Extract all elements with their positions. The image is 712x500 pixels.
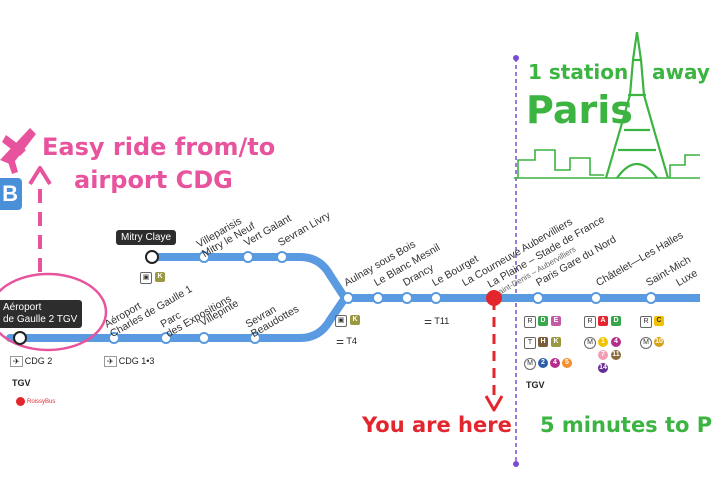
tag-cdg13: ✈CDG 1•3 <box>104 356 154 367</box>
line-k-badge-mitry: K <box>155 272 165 282</box>
tag-cdg13-text: CDG 1•3 <box>118 356 155 366</box>
tag-roissybus-text: RoissyBus <box>27 399 56 406</box>
metro-7-badge: 7 <box>598 350 608 360</box>
station-dot-sevran-livry <box>276 251 288 263</box>
purple-dot-bottom <box>513 461 519 467</box>
metro-11-badge: 11 <box>611 350 621 360</box>
purple-dot-top <box>513 55 519 61</box>
eiffel-tower-icon <box>604 31 670 179</box>
metro-4-badge: 4 <box>550 358 560 368</box>
station-dot-aulnay <box>342 292 354 304</box>
station-dot-blanc-mesnil <box>372 292 384 304</box>
metro-4-badge-chatelet: 4 <box>611 337 621 347</box>
airplane-icon <box>0 128 36 174</box>
line-k-badge-aulnay: K <box>350 315 360 325</box>
station-dot-mitry <box>145 250 159 264</box>
tag-t4-text: T4 <box>346 336 357 346</box>
station-dot-cdg1 <box>108 332 120 344</box>
tag-roissybus: RoissyBus <box>16 397 55 406</box>
station-dot-gdn <box>532 292 544 304</box>
station-dot-vert-galant <box>242 251 254 263</box>
tram-icon-t4: ⚌ <box>336 336 345 346</box>
station-dot-villeparisis <box>198 251 210 263</box>
station-cdg2-line2: de Gaulle 2 TGV <box>3 314 78 325</box>
line-c-badge: C <box>654 316 664 326</box>
transilien-icon: T <box>524 337 536 349</box>
train-icon-2: ✈ <box>104 356 117 367</box>
line-k-badge-gdn: K <box>551 337 561 347</box>
metro-10-badge: 10 <box>654 337 664 347</box>
metro-5-badge: 5 <box>562 358 572 368</box>
red-arrow-head <box>484 395 504 412</box>
tram-icon-t11: ⚌ <box>424 316 433 326</box>
rer-line-cdg-branch <box>6 294 349 342</box>
tag-t11: ⚌ T11 <box>424 316 449 327</box>
you-are-here: You are here <box>362 413 512 437</box>
metro-1-badge: 1 <box>598 337 608 347</box>
station-dot-parc <box>160 332 172 344</box>
tag-tgv-right: TGV <box>526 380 545 390</box>
station-cdg2-line1: Aéroport <box>3 302 42 313</box>
roissybus-icon <box>16 397 25 406</box>
tag-tgv-left: TGV <box>12 378 31 388</box>
station-dot-villepinte <box>198 332 210 344</box>
paris-one-station: 1 station <box>528 60 629 84</box>
rer-icon-chatelet: R <box>584 316 596 328</box>
station-dot-bourget <box>430 292 442 304</box>
rer-icon-stmichel: R <box>640 316 652 328</box>
metro-14-badge: 14 <box>598 363 608 373</box>
tag-t11-text: T11 <box>434 316 450 326</box>
rer-line-mitry-branch <box>148 253 349 302</box>
paris-skyline-icon <box>514 149 700 179</box>
train-icon: ✈ <box>10 356 23 367</box>
line-a-badge: A <box>598 316 608 326</box>
metro-icon-chatelet: M <box>584 337 596 349</box>
station-dot-chatelet <box>590 292 602 304</box>
station-mitry-claye: Mitry Claye <box>116 230 177 245</box>
metro-2-badge: 2 <box>538 358 548 368</box>
station-cdg2-box: Aéroport de Gaulle 2 TGV <box>0 300 83 328</box>
line-e-badge: E <box>551 316 561 326</box>
paris-title: Paris <box>526 88 633 132</box>
metro-icon-stmichel: M <box>640 337 652 349</box>
rer-icon-gdn: R <box>524 316 536 328</box>
pink-arrow-head <box>28 166 52 186</box>
metro-icon-gdn: M <box>524 358 536 370</box>
airport-headline-1: Easy ride from/to <box>42 133 276 161</box>
station-dot-drancy <box>401 292 413 304</box>
station-dot-sevran-b <box>249 332 261 344</box>
tag-t4: ⚌ T4 <box>336 336 357 347</box>
you-are-here-marker <box>486 290 502 306</box>
bus-icon-mitry: ▣ <box>140 272 152 284</box>
station-dot-stmichel <box>645 292 657 304</box>
bus-icon-aulnay: ▣ <box>335 315 347 327</box>
highlight-circle <box>0 272 108 352</box>
airport-headline-2: airport CDG <box>74 166 233 194</box>
line-d-badge: D <box>538 316 548 326</box>
line-h-badge: H <box>538 337 548 347</box>
rer-b-badge: B <box>0 178 22 210</box>
station-dot-cdg2 <box>13 331 27 345</box>
line-d-badge-chatelet: D <box>611 316 621 326</box>
tag-cdg2: ✈CDG 2 <box>10 356 52 367</box>
tag-cdg2-text: CDG 2 <box>24 356 53 366</box>
minutes-to-paris: 5 minutes to P <box>540 413 712 437</box>
paris-away: away <box>652 60 710 84</box>
